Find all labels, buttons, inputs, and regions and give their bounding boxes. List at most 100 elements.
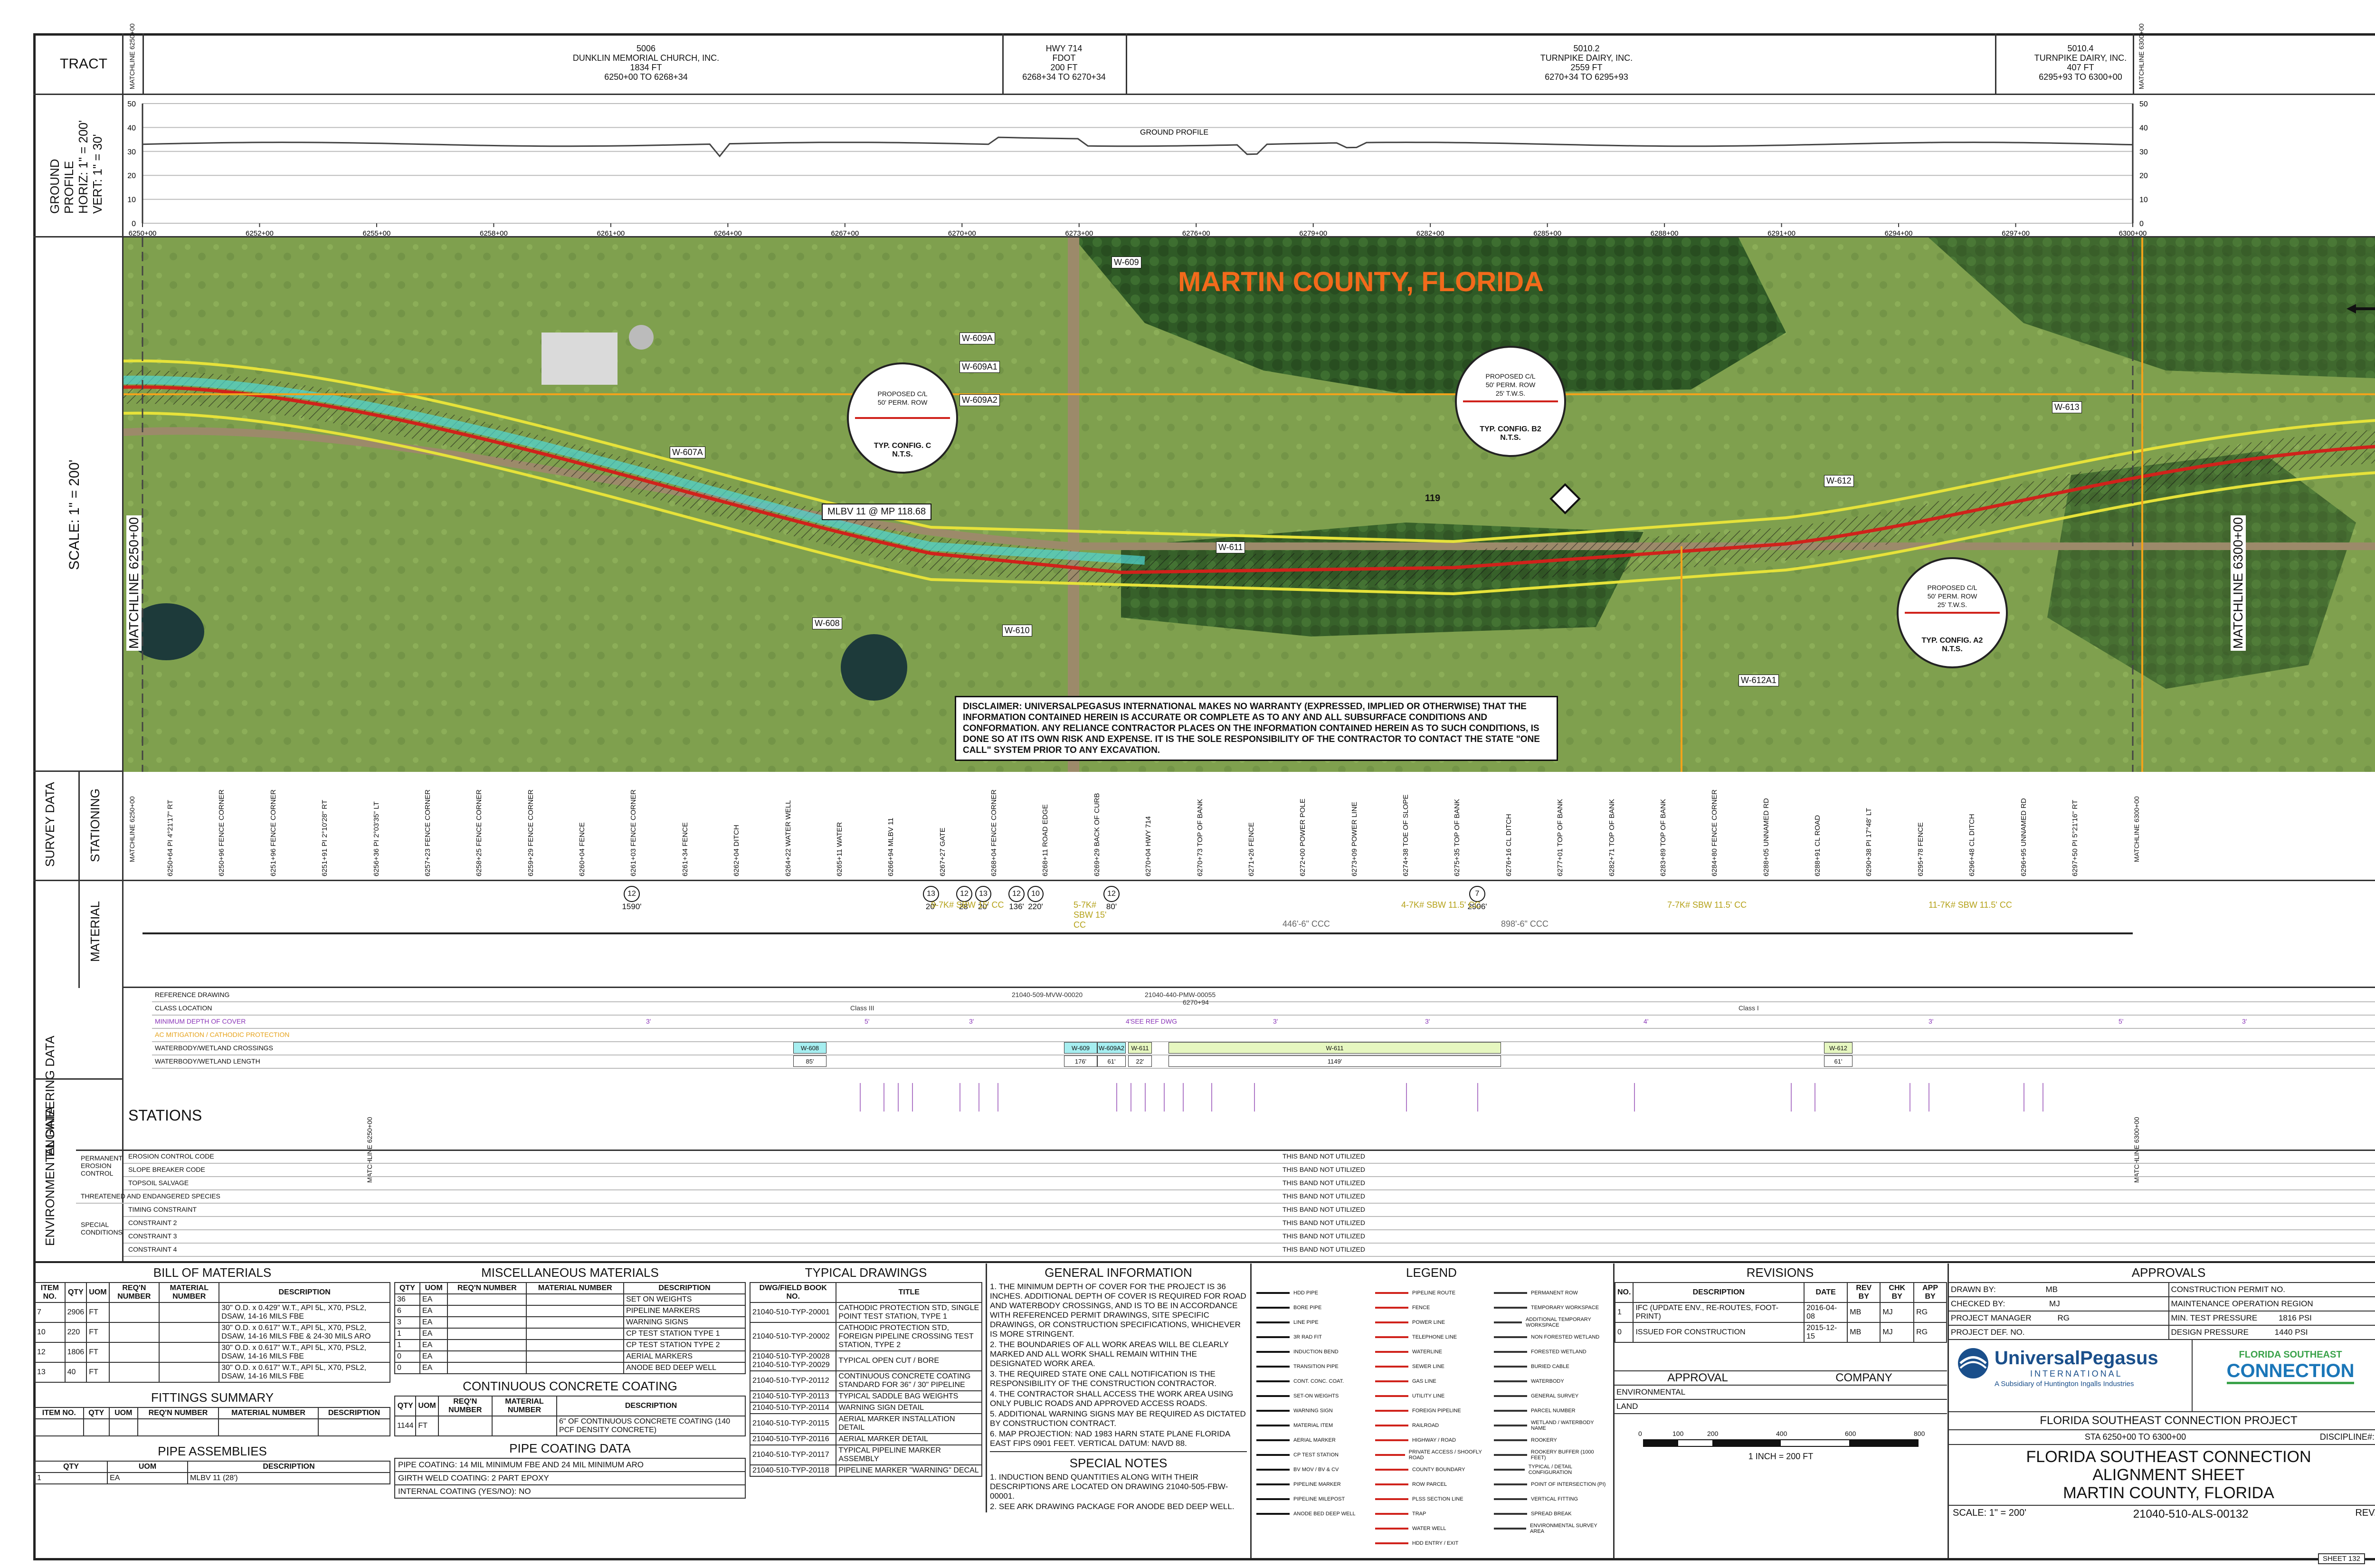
table-header: QTY: [394, 1282, 420, 1294]
table-cell: CP TEST STATION TYPE 2: [623, 1339, 746, 1351]
legend-item: PERMANENT ROW: [1494, 1285, 1610, 1300]
land-approval: LAND: [1615, 1400, 1947, 1414]
table-cell: 21040-510-TYP-20116: [749, 1433, 837, 1445]
table-cell: [447, 1362, 527, 1374]
table-cell: [159, 1362, 220, 1383]
table-header: MATERIAL NUMBER: [491, 1396, 558, 1416]
station-entry: 6262+04 DITCH: [732, 825, 741, 876]
table-cell: [159, 1302, 220, 1323]
table-cell: 40: [64, 1362, 87, 1383]
table-cell: MLBV 11 (28'): [187, 1472, 390, 1484]
wetland-label: W-610: [1002, 625, 1032, 637]
table-cell: FT: [415, 1416, 439, 1436]
station-entry: 6259+29 FENCE CORNER: [526, 789, 535, 876]
table-cell: AERIAL MARKER INSTALLATION DETAIL: [836, 1413, 982, 1434]
legend-swatch: [1256, 1498, 1290, 1500]
wetland-length-box: 1149': [1168, 1055, 1501, 1067]
drawings-table: DWG/FIELD BOOK NO.TITLE 21040-510-TYP-20…: [749, 1282, 982, 1477]
engineering-label-cell: ENGINEERING DATA MATERIAL: [33, 881, 124, 1157]
general-note: 2. THE BOUNDARIES OF ALL WORK AREAS WILL…: [990, 1340, 1229, 1368]
profile-station-label: 6255+00: [363, 229, 391, 238]
legend-label: TRAP: [1412, 1511, 1426, 1517]
band-waterbody-len: WATERBODY/WETLAND LENGTH: [155, 1057, 260, 1065]
tract-matchline-right: MATCHLINE 6300+00: [2138, 23, 2145, 89]
band-class: CLASS LOCATION: [155, 1004, 212, 1012]
table-header: REQ'N NUMBER: [108, 1282, 160, 1303]
forest-area-se: [2047, 451, 2356, 689]
psi: PSI: [2299, 1313, 2312, 1322]
legend-swatch: [1375, 1542, 1408, 1544]
table-cell: 2906: [64, 1302, 87, 1323]
legend-label: POWER LINE: [1412, 1319, 1445, 1325]
station-entry: 6251+96 FENCE CORNER: [269, 789, 277, 876]
cover-value: 4': [1126, 1017, 1131, 1025]
aerial-matchline-right: MATCHLINE 6300+00: [2231, 515, 2246, 651]
env-station-tick: [978, 1083, 979, 1112]
profile-y-tick-right: 10: [2139, 196, 2148, 204]
station-entry: 6264+22 WATER WELL: [784, 800, 792, 877]
legend-label: WARNING SIGN: [1293, 1407, 1333, 1414]
table-cell: [526, 1339, 625, 1351]
mlbv-callout: MLBV 11 @ MP 118.68: [822, 504, 932, 520]
legend-label: FENCE: [1412, 1304, 1430, 1311]
table-header: QTY: [394, 1396, 417, 1416]
legend-item: PLSS SECTION LINE: [1375, 1492, 1489, 1506]
table-cell: [526, 1293, 625, 1306]
discipline: DISCIPLINE#: 03: [2319, 1432, 2375, 1442]
profile-station-label: 6270+00: [948, 229, 976, 238]
sta-label: STA: [2084, 1432, 2100, 1442]
table-cell: [108, 1342, 160, 1363]
profile-station-label: 6279+00: [1299, 229, 1327, 238]
fsc-top: FLORIDA SOUTHEAST: [2239, 1349, 2342, 1360]
table-cell: [108, 1302, 160, 1323]
table-header: UOM: [419, 1282, 448, 1294]
legend-label: WETLAND / WATERBODY NAME: [1530, 1419, 1594, 1431]
legend-label: PERMANENT ROW: [1531, 1290, 1578, 1296]
legend-label: BURIED CABLE: [1531, 1363, 1569, 1369]
material-tag-length: 80': [1106, 902, 1117, 911]
special-conditions-label: SPECIAL CONDITIONS: [81, 1221, 123, 1236]
env-station-tick: [1814, 1083, 1815, 1112]
legend-swatch: [1375, 1512, 1408, 1515]
general-title: GENERAL INFORMATION: [1045, 1265, 1192, 1280]
wetland-length-box: 176': [1064, 1055, 1097, 1067]
wetland-crossing-box: W-611: [1168, 1042, 1501, 1054]
table-header: MATERIAL NUMBER: [159, 1282, 220, 1303]
env-station-tick: [1183, 1083, 1184, 1112]
constraint-4: CONSTRAINT 4: [128, 1245, 177, 1253]
legend-swatch: [1494, 1409, 1527, 1412]
wetland-label: W-611: [1216, 542, 1245, 553]
bom-title: BILL OF MATERIALS: [153, 1265, 272, 1280]
station-entry: 6266+94 MLBV 11: [887, 817, 895, 876]
test-pressure: 1816: [2278, 1313, 2297, 1322]
legend-swatch: [1375, 1365, 1408, 1368]
fsc-main: CONNECTION: [2226, 1360, 2355, 1384]
workspace-north: [124, 359, 2375, 543]
title-1: FLORIDA SOUTHEAST CONNECTION: [2026, 1448, 2311, 1466]
profile-y-tick: 10: [127, 196, 136, 204]
legend-swatch: [1494, 1439, 1527, 1441]
legend-swatch: [1494, 1380, 1527, 1382]
config-a2-title: TYP. CONFIG. A2 N.T.S.: [1921, 637, 1983, 653]
table-cell: 36: [394, 1293, 420, 1306]
drawing-number: 21040-510-ALS-00132: [2133, 1508, 2249, 1520]
station-entry: 6261+34 FENCE: [681, 822, 689, 876]
typical-drawings: TYPICAL DRAWINGS DWG/FIELD BOOK NO.TITLE…: [749, 1264, 982, 1477]
tract-5006: 5006 DUNKLIN MEMORIAL CHURCH, INC. 1834 …: [572, 44, 720, 82]
legend-label: SET-ON WEIGHTS: [1293, 1393, 1339, 1399]
scale-label-cell: SCALE: 1" = 200': [33, 238, 124, 772]
sbw-label: 9-7K# SBW 15' CC: [931, 900, 1004, 910]
tract-matchline-left: MATCHLINE 6250+00: [128, 23, 136, 89]
legend-item: CONT. CONC. COAT.: [1256, 1374, 1370, 1388]
not-utilized: THIS BAND NOT UTILIZED: [1282, 1219, 1365, 1226]
config-a2-text: PROPOSED C/L 50' PERM. ROW 25' T.W.S.: [1927, 584, 1977, 608]
